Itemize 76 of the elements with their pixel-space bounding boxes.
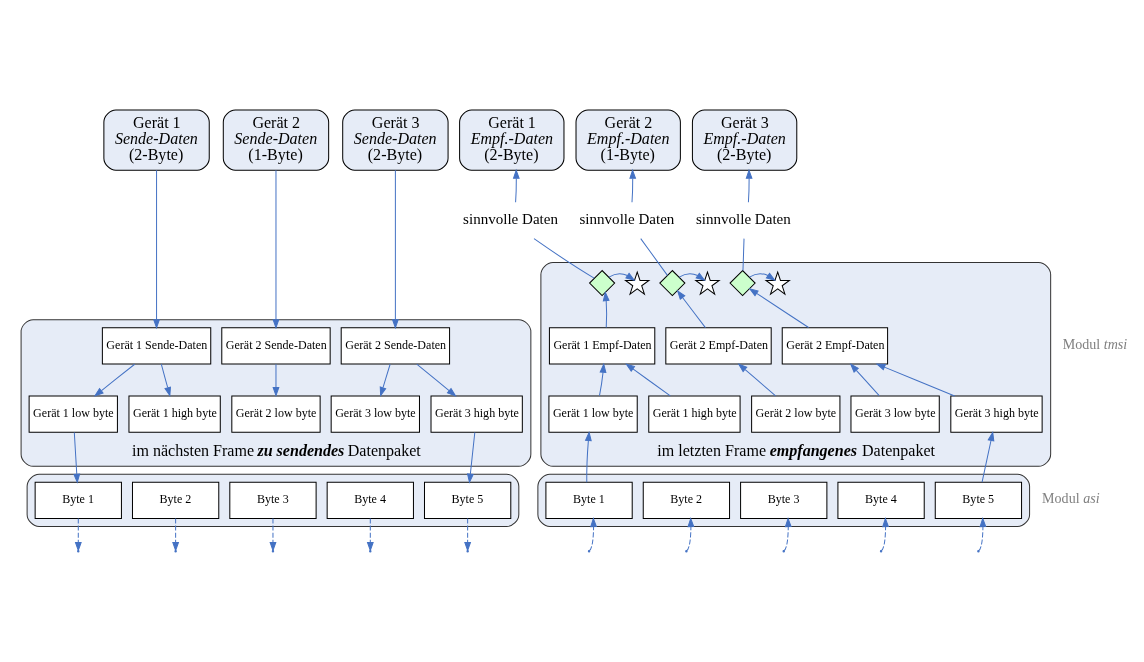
arrow [513, 169, 520, 203]
node-box: Byte 1 [545, 481, 633, 519]
node-box: Gerät 3 Empf.-Daten (2-Byte) [691, 109, 798, 171]
arrow [585, 432, 592, 483]
arrow [379, 363, 391, 397]
node-box: Gerät 1 low byte [548, 395, 638, 433]
arrow [850, 363, 880, 397]
node-box: Byte 3 [229, 481, 317, 519]
arrow [608, 272, 635, 281]
node-box: Gerät 1 high byte [648, 395, 741, 433]
arrow [272, 169, 280, 329]
arrow [599, 363, 607, 397]
node-box: Gerät 2 Empf-Daten [781, 327, 889, 365]
label: Modul tmsi [1062, 335, 1128, 352]
node-box: Byte 4 [326, 481, 414, 519]
arrow [75, 518, 82, 551]
node-box: Gerät 2 Sende-Daten (1-Byte) [222, 109, 330, 171]
node-box: Byte 2 [642, 481, 731, 519]
arrow [272, 363, 280, 397]
node-box: Gerät 1 high byte [128, 395, 221, 433]
arrow [629, 169, 636, 203]
node-text: sinnvolle Daten [579, 210, 675, 227]
node-box: Gerät 3 low byte [330, 395, 420, 433]
node-box: Gerät 3 high byte [430, 395, 523, 433]
node-box: Gerät 2 low byte [751, 395, 841, 433]
node-diamond [659, 270, 686, 297]
arrow [738, 363, 777, 397]
arrow [416, 363, 456, 397]
node-box: Byte 5 [424, 481, 512, 519]
arrow [367, 518, 374, 551]
arrow [94, 363, 136, 397]
arrow [745, 169, 753, 203]
arrow [749, 288, 810, 328]
node-box: Gerät 2 Empf.-Daten (1-Byte) [575, 109, 681, 171]
arrow [392, 169, 399, 329]
arrow [748, 272, 776, 281]
arrow [686, 518, 695, 551]
node-text: sinnvolle Daten [463, 210, 558, 227]
arrow [876, 363, 956, 397]
connector [742, 238, 745, 272]
connector [640, 238, 668, 276]
arrow [602, 292, 610, 328]
node-box: Byte 4 [837, 481, 925, 519]
node-text: sinnvolle Daten [695, 210, 791, 227]
node-box: Gerät 1 Sende-Daten [101, 327, 212, 365]
arrow [464, 518, 471, 551]
arrow [153, 169, 160, 329]
node-box: Gerät 2 Sende-Daten [221, 327, 331, 365]
node-box: Gerät 1 Sende-Daten (2-Byte) [103, 109, 210, 171]
node-box: Gerät 2 Empf-Daten [665, 327, 772, 365]
arrow [467, 432, 476, 483]
node-box: Gerät 1 Empf.-Daten (2-Byte) [459, 109, 565, 171]
node-box: Gerät 2 Sende-Daten [340, 327, 451, 365]
arrow [678, 272, 705, 281]
node-box: Byte 1 [34, 481, 122, 519]
label: Modul asi [1042, 490, 1100, 507]
arrow [73, 432, 81, 483]
node-box: Gerät 3 Sende-Daten (2-Byte) [342, 109, 449, 171]
node-diamond [589, 270, 616, 297]
arrow [978, 518, 987, 551]
node-box: Gerät 2 low byte [231, 395, 321, 433]
node-box: Gerät 1 low byte [28, 395, 118, 433]
arrow [172, 518, 179, 551]
node-box: Gerät 3 low byte [850, 395, 940, 433]
node-box: Byte 3 [740, 481, 828, 519]
arrow [783, 518, 792, 551]
node-box: Gerät 1 Empf-Daten [548, 327, 656, 365]
arrow [981, 432, 995, 483]
arrow [625, 363, 671, 397]
connector [533, 238, 595, 279]
arrow [677, 290, 706, 329]
node-diamond [729, 270, 756, 297]
node-box: Byte 5 [934, 481, 1023, 519]
arrow [160, 363, 171, 397]
node-box: Byte 2 [132, 481, 220, 519]
node-box: Gerät 3 high byte [950, 395, 1043, 433]
